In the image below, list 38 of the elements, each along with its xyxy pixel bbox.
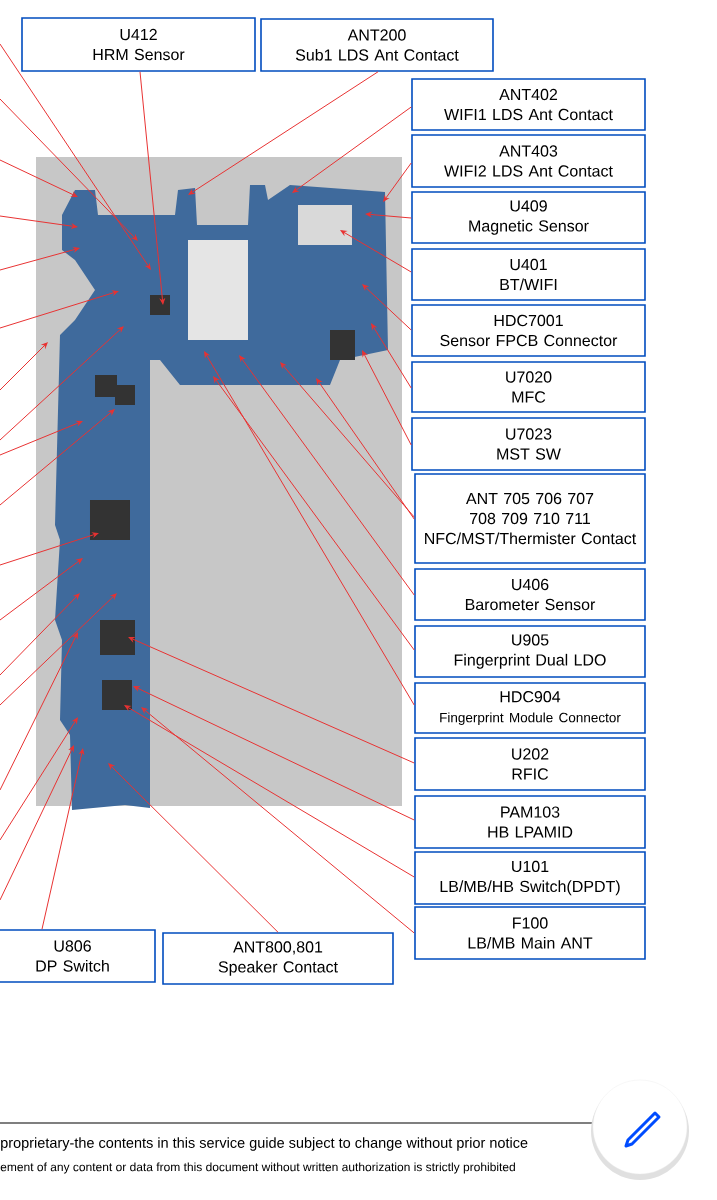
leader-line	[280, 362, 415, 518]
label-box: U202 RFIC	[414, 737, 646, 791]
leader-line	[128, 637, 415, 764]
label-box: U412 HRM Sensor	[21, 17, 256, 72]
footer-note: proprietary-the contents in this service guide subject to change without prior notice	[1, 1137, 528, 1151]
label-box: HDC7001 Sensor FPCB Connector	[411, 304, 646, 357]
leader-line	[362, 284, 412, 331]
leader-line	[108, 763, 279, 933]
label-box: U7020 MFC	[411, 361, 646, 413]
label-box: ANT 705 706 707 708 709 710 711 NFC/MST/Thermister Contact	[414, 473, 646, 564]
leader-line	[362, 350, 412, 446]
leader-line	[365, 212, 412, 219]
leader-line	[141, 707, 415, 934]
leader-line	[41, 748, 85, 930]
footer-note: ement of any content or data from this document without written authorization is strictly prohibited	[0, 1162, 515, 1174]
label-box: U905 Fingerprint Dual LDO	[414, 625, 646, 678]
leader-line	[124, 705, 415, 878]
leader-line	[139, 71, 165, 305]
label-box: U409 Magnetic Sensor	[411, 191, 646, 244]
leader-line	[340, 230, 412, 273]
label-box: U806 DP Switch	[0, 929, 156, 983]
leader-line	[188, 71, 379, 195]
leader-line	[133, 686, 415, 821]
label-box: U101 LB/MB/HB Switch(DPDT)	[414, 851, 646, 905]
label-box: HDC904 Fingerprint Module Connector	[414, 682, 646, 734]
leader-line	[383, 162, 412, 202]
label-box: ANT200 Sub1 LDS Ant Contact	[260, 18, 494, 72]
label-box: ANT402 WIFI1 LDS Ant Contact	[411, 78, 646, 131]
label-box: ANT403 WIFI2 LDS Ant Contact	[411, 134, 646, 188]
leader-line	[371, 323, 412, 389]
label-box: PAM103 HB LPAMID	[414, 795, 646, 849]
label-box: ANT800,801 Speaker Contact	[162, 932, 394, 985]
label-box: F100 LB/MB Main ANT	[414, 906, 646, 960]
label-box: U406 Barometer Sensor	[414, 568, 646, 621]
label-box: U7023 MST SW	[411, 417, 646, 471]
label-box: U401 BT/WIFI	[411, 248, 646, 301]
leader-line	[292, 106, 412, 193]
leader-line	[316, 378, 415, 520]
